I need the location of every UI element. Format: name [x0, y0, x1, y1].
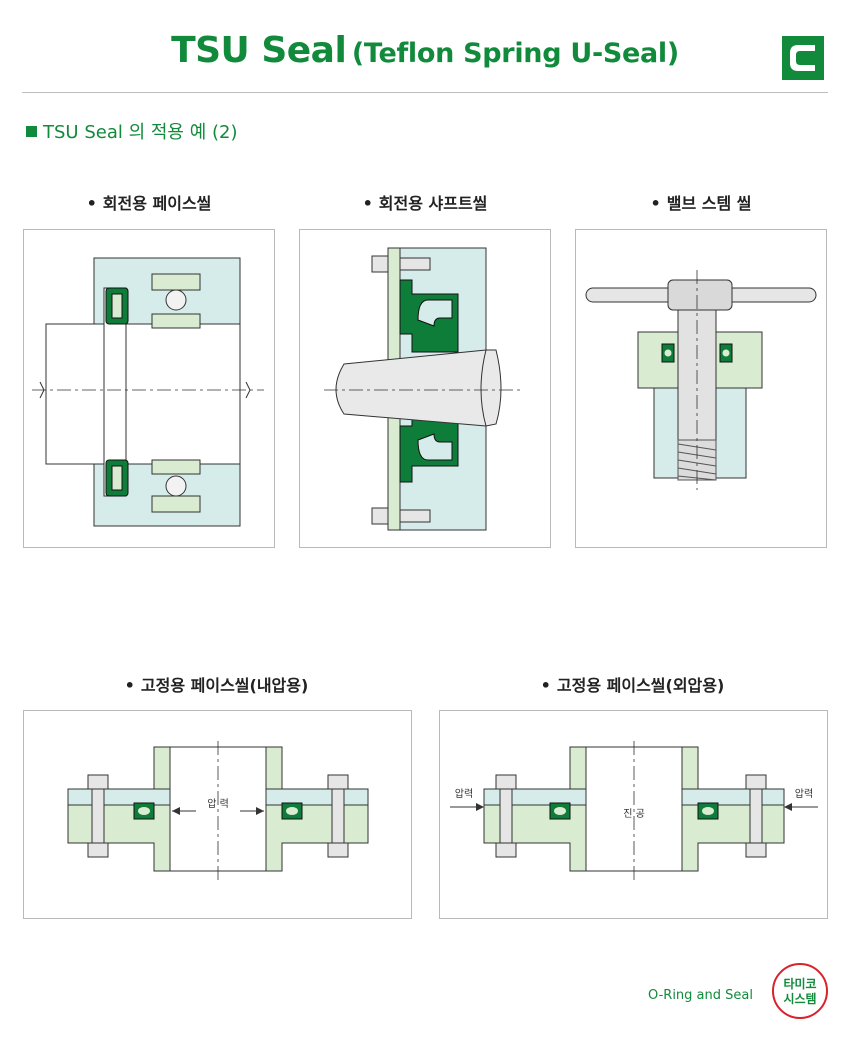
title-main: TSU Seal — [171, 30, 347, 71]
bullet-dot-icon: • — [362, 194, 373, 213]
title-sub: (Teflon Spring U-Seal) — [351, 38, 679, 69]
svg-text:타미코: 타미코 — [783, 976, 816, 991]
page-title: TSU Seal (Teflon Spring U-Seal) — [0, 30, 850, 71]
figure-static-face-external: 압력 압력 진 공 — [439, 710, 828, 919]
figure-caption-rotary-shaft: •회전용 샤프트씰 — [362, 194, 488, 213]
figure-caption-rotary-face: •회전용 페이스씰 — [86, 194, 212, 213]
brand-logo-icon — [782, 36, 824, 80]
bullet-dot-icon: • — [86, 194, 97, 213]
section-heading: TSU Seal 의 적용 예 (2) — [26, 118, 237, 144]
company-stamp-logo: 타미코 시스템 — [772, 963, 828, 1019]
figure-caption-static-external: •고정용 페이스씰(외압용) — [540, 676, 725, 695]
square-bullet-icon — [26, 126, 37, 137]
bullet-dot-icon: • — [540, 676, 551, 695]
figure-valve-stem-seal — [575, 229, 827, 548]
vacuum-label: 진 공 — [623, 808, 645, 820]
footer-tagline: O-Ring and Seal — [648, 988, 753, 1003]
pressure-right-label: 압력 — [795, 787, 813, 800]
figure-caption-valve-stem: •밸브 스템 씰 — [650, 194, 752, 213]
header-divider — [22, 92, 828, 93]
figure-static-face-internal: 압 력 — [23, 710, 412, 919]
figure-rotary-face-seal — [23, 229, 275, 548]
svg-text:시스템: 시스템 — [783, 991, 816, 1006]
figure-rotary-shaft-seal — [299, 229, 551, 548]
bullet-dot-icon: • — [650, 194, 661, 213]
pressure-left-label: 압력 — [455, 787, 473, 800]
bullet-dot-icon: • — [124, 676, 135, 695]
figure-caption-static-internal: •고정용 페이스씰(내압용) — [124, 676, 309, 695]
tsu-seal-top — [105, 287, 129, 325]
